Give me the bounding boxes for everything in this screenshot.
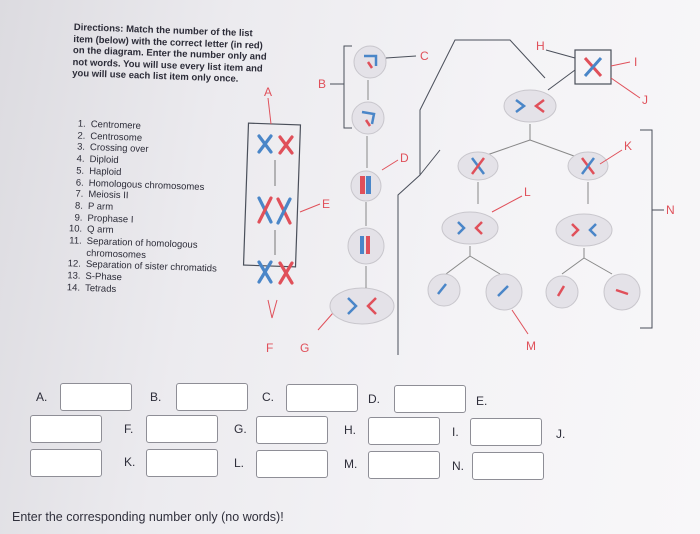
answer-input-m[interactable] — [368, 451, 440, 479]
answer-label-m: M. — [344, 457, 358, 471]
list-item-number: 14. — [66, 282, 81, 294]
list-item-number: 9. — [74, 212, 83, 224]
answer-label-a: A. — [36, 390, 48, 404]
list-item-number: 1. — [77, 118, 86, 130]
answer-input-c[interactable] — [286, 384, 358, 412]
diagram-label-n: N — [666, 203, 675, 217]
answer-label-k: K. — [124, 455, 136, 469]
answer-input-g[interactable] — [256, 416, 328, 444]
answer-input-l[interactable] — [256, 450, 328, 478]
list-item-number: 10. — [68, 223, 83, 236]
diagram-label-m: M — [526, 339, 536, 353]
diagram-label-b: B — [318, 77, 326, 91]
diagram-label-i: I — [634, 55, 637, 69]
diagram-label-h: H — [536, 39, 545, 53]
chromosome-pair-top — [257, 134, 294, 155]
answer-label-f: F. — [124, 422, 134, 436]
answer-input-e[interactable] — [30, 415, 102, 443]
answer-label-g: G. — [234, 422, 247, 436]
answer-input-h[interactable] — [368, 417, 440, 445]
diagram-label-j: J — [642, 93, 648, 107]
answer-input-i[interactable] — [470, 418, 542, 446]
answer-label-l: L. — [234, 456, 245, 470]
answer-label-h: H. — [344, 423, 356, 437]
answer-label-c: C. — [262, 390, 274, 404]
diagram-label-g: G — [300, 341, 309, 355]
answer-input-b[interactable] — [176, 383, 248, 411]
answer-input-f[interactable] — [146, 415, 218, 443]
diagram-label-c: C — [420, 49, 429, 63]
list-item-number: 3. — [76, 141, 86, 154]
list-item-number: 6. — [75, 177, 84, 189]
list-item-number: 7. — [75, 188, 84, 201]
center-cells — [329, 45, 395, 325]
answer-label-e: E. — [476, 394, 488, 408]
list-item-number: 2. — [77, 130, 86, 142]
diagram-label-f: F — [266, 341, 273, 355]
answer-input-j[interactable] — [30, 449, 102, 477]
answer-input-d[interactable] — [394, 385, 466, 413]
answer-label-n: N. — [452, 459, 464, 473]
answer-label-i: I. — [452, 425, 459, 439]
list-items: 1.Centromere 2.Centrosome 3.Crossing ove… — [56, 118, 242, 300]
answer-label-d: D. — [368, 392, 380, 406]
diagram-label-a: A — [264, 85, 272, 99]
footer-instruction: Enter the corresponding number only (no … — [12, 510, 284, 524]
answer-input-n[interactable] — [472, 452, 544, 480]
answer-input-a[interactable] — [60, 383, 132, 411]
diagram-label-e: E — [322, 197, 330, 211]
answer-label-b: B. — [150, 390, 162, 404]
chromosome-box — [242, 122, 302, 268]
list-item-number: 4. — [76, 153, 85, 165]
answer-input-k[interactable] — [146, 449, 218, 477]
list-item-number: 11. — [69, 235, 82, 247]
list-item-number: 12. — [67, 258, 82, 271]
right-cells — [427, 49, 641, 335]
chromosome-pair-bottom — [257, 260, 294, 285]
chromosome-pair-crossing — [257, 196, 292, 225]
list-item-number: 8. — [74, 200, 84, 212]
list-item-number: 13. — [67, 270, 81, 282]
directions-text: Directions: Match the number of the list… — [72, 22, 267, 85]
diagram-label-d: D — [400, 151, 409, 165]
diagram-label-l: L — [524, 185, 531, 199]
answer-label-j: J. — [556, 427, 566, 441]
diagram-label-k: K — [624, 139, 632, 153]
list-item-number: 5. — [76, 165, 85, 177]
